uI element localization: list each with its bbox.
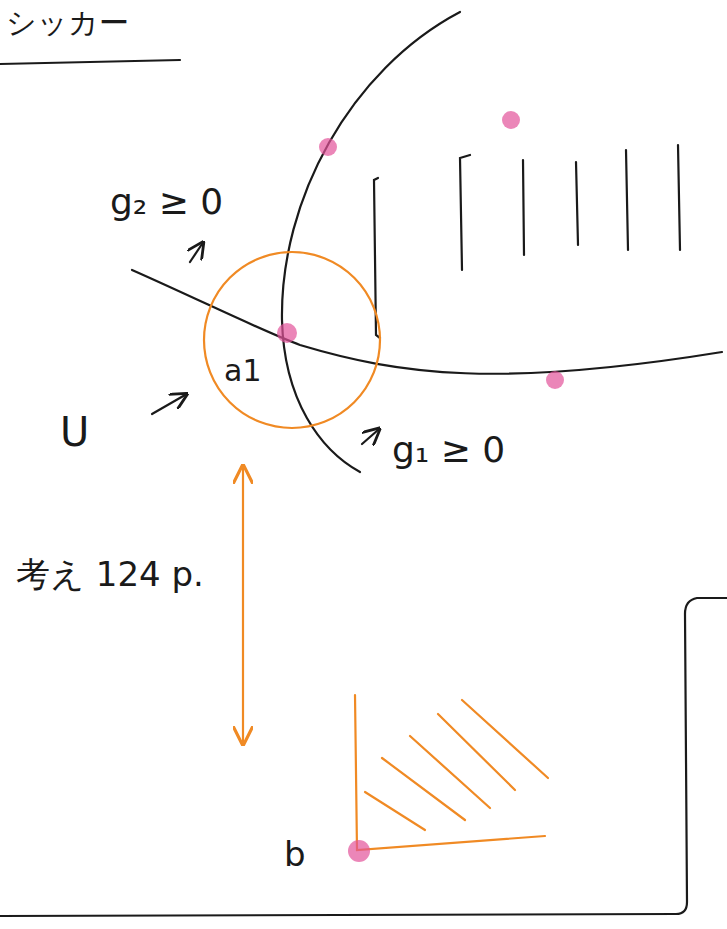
point-dot: [277, 323, 297, 343]
hatch-line: [678, 145, 680, 250]
frame-outline: [0, 598, 727, 916]
hatch-line: [462, 700, 548, 778]
hatch-line: [382, 758, 465, 820]
hatch-line: [460, 155, 470, 270]
direction-arrow: [362, 430, 378, 444]
constraint-label: g₂ ≥ 0: [108, 182, 225, 222]
hatch-line: [438, 714, 515, 790]
neighborhood-circle: a1: [202, 250, 382, 430]
direction-arrow: [190, 244, 202, 262]
g1-boundary-curve: [282, 12, 460, 472]
circle-outline: [204, 252, 380, 428]
heading-note: シッカー: [4, 6, 131, 39]
point-label: b: [282, 836, 308, 873]
reference-note: 考え 124 p.: [14, 556, 206, 593]
hatch-line: [576, 162, 578, 245]
set-label: U: [58, 410, 91, 454]
hatch-line: [365, 792, 425, 830]
point-dot: [348, 840, 370, 862]
point-label: a1: [224, 354, 261, 387]
hatch-line: [410, 736, 490, 808]
point-dot: [319, 138, 337, 156]
hatch-line: [523, 160, 524, 255]
point-dot: [502, 111, 520, 129]
double-arrow: [242, 468, 244, 742]
quadrant-axes: [355, 695, 545, 850]
underline: [0, 60, 180, 64]
point-dot: [546, 371, 564, 389]
pointer-arrow: [152, 395, 185, 414]
hatch-line: [626, 150, 628, 250]
circle-outline: [202, 250, 382, 430]
g2-boundary-curve: [132, 270, 722, 374]
constraint-label: g₁ ≥ 0: [390, 430, 507, 470]
